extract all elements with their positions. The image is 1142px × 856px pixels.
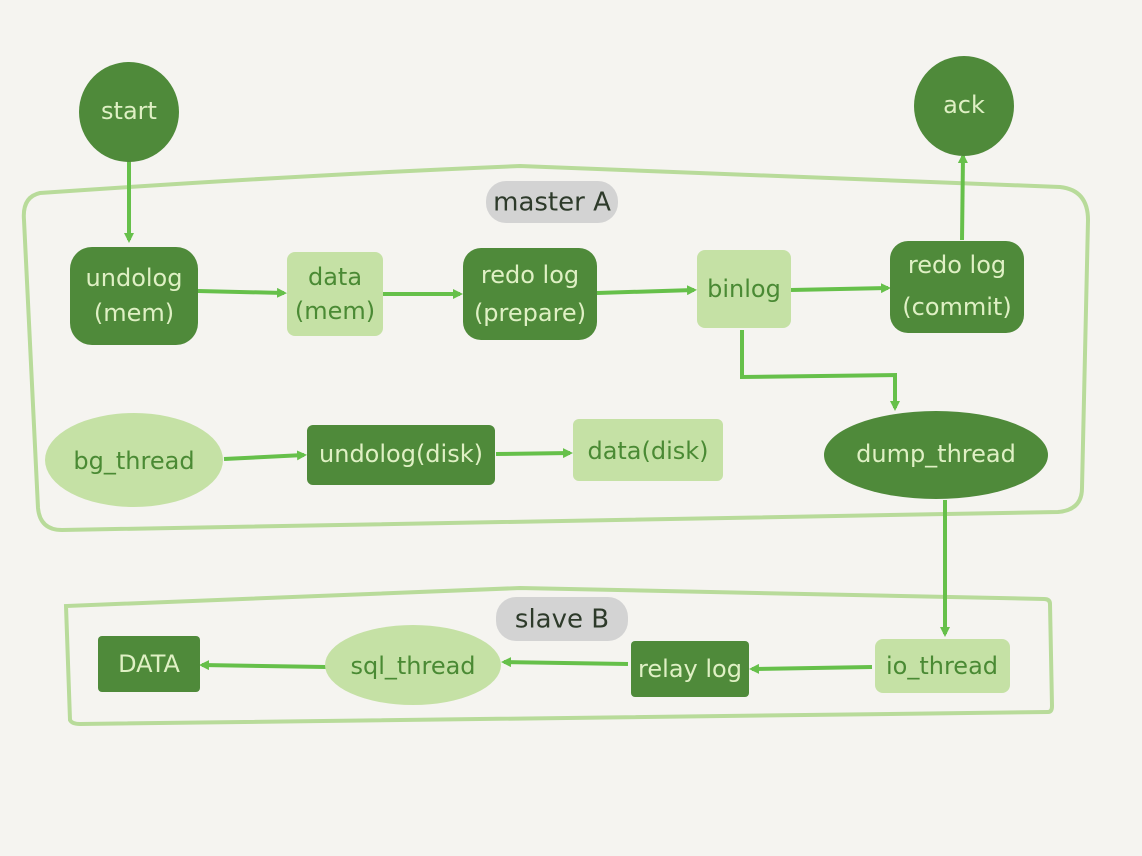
arrow-binlog-redo-commit bbox=[790, 283, 891, 294]
node-sql-thread: sql_thread bbox=[325, 625, 501, 705]
node-ack-label: ack bbox=[943, 91, 985, 119]
node-sql-thread-label: sql_thread bbox=[350, 652, 475, 680]
slave-label-bg bbox=[496, 597, 628, 641]
slave-region-border bbox=[63, 585, 1055, 727]
node-binlog-label: binlog bbox=[707, 275, 781, 303]
node-dump-thread-label: dump_thread bbox=[856, 440, 1016, 468]
node-dump-thread: dump_thread bbox=[824, 411, 1048, 499]
node-data-disk: data(disk) bbox=[573, 419, 723, 481]
node-data-mem: data (mem) bbox=[287, 252, 383, 336]
node-redo-commit-line1: redo log bbox=[908, 251, 1006, 279]
arrow-bg-undolog-disk bbox=[223, 450, 307, 461]
arrow-relay-sql-thread bbox=[501, 657, 629, 668]
node-DATA-label: DATA bbox=[118, 650, 180, 678]
arrow-redo-commit-ack bbox=[957, 153, 968, 241]
node-redo-log-prepare: redo log (prepare) bbox=[463, 248, 597, 340]
arrow-redo-prepare-binlog bbox=[596, 285, 697, 296]
node-start: start bbox=[79, 62, 179, 162]
node-undolog-disk-label: undolog(disk) bbox=[319, 440, 483, 468]
arrow-undolog-disk-data-disk bbox=[495, 448, 573, 459]
arrow-undolog-data bbox=[197, 287, 287, 298]
node-bg-thread-label: bg_thread bbox=[73, 447, 194, 475]
node-undolog-disk: undolog(disk) bbox=[307, 425, 495, 485]
node-redo-log-commit: redo log (commit) bbox=[890, 241, 1024, 333]
node-relay-log: relay log bbox=[631, 641, 749, 697]
node-DATA: DATA bbox=[98, 636, 200, 692]
node-io-thread: io_thread bbox=[875, 639, 1010, 693]
slave-region-label: slave B bbox=[515, 605, 609, 635]
node-redo-commit-line2: (commit) bbox=[902, 293, 1011, 321]
master-region-border bbox=[21, 163, 1091, 533]
node-start-label: start bbox=[101, 97, 157, 125]
arrow-sql-DATA bbox=[199, 660, 327, 671]
node-undolog-mem-line1: undolog bbox=[86, 264, 183, 292]
node-binlog: binlog bbox=[697, 250, 791, 328]
arrows bbox=[124, 153, 968, 674]
node-undolog-mem: undolog (mem) bbox=[70, 247, 198, 345]
node-bg-thread: bg_thread bbox=[45, 413, 223, 507]
arrow-binlog-dump-thread bbox=[740, 330, 900, 411]
node-ack: ack bbox=[914, 56, 1014, 156]
arrow-io-relay-log bbox=[749, 663, 873, 674]
node-data-disk-label: data(disk) bbox=[587, 437, 708, 465]
master-label-bg bbox=[486, 181, 618, 223]
node-redo-prepare-line2: (prepare) bbox=[474, 299, 586, 327]
node-io-thread-label: io_thread bbox=[886, 652, 998, 680]
node-redo-prepare-line1: redo log bbox=[481, 261, 579, 289]
node-relay-log-label: relay log bbox=[638, 655, 742, 683]
node-undolog-mem-line2: (mem) bbox=[94, 299, 174, 327]
node-data-mem-line1: data bbox=[308, 263, 362, 291]
master-region-label: master A bbox=[493, 188, 611, 218]
node-data-mem-line2: (mem) bbox=[295, 297, 375, 325]
